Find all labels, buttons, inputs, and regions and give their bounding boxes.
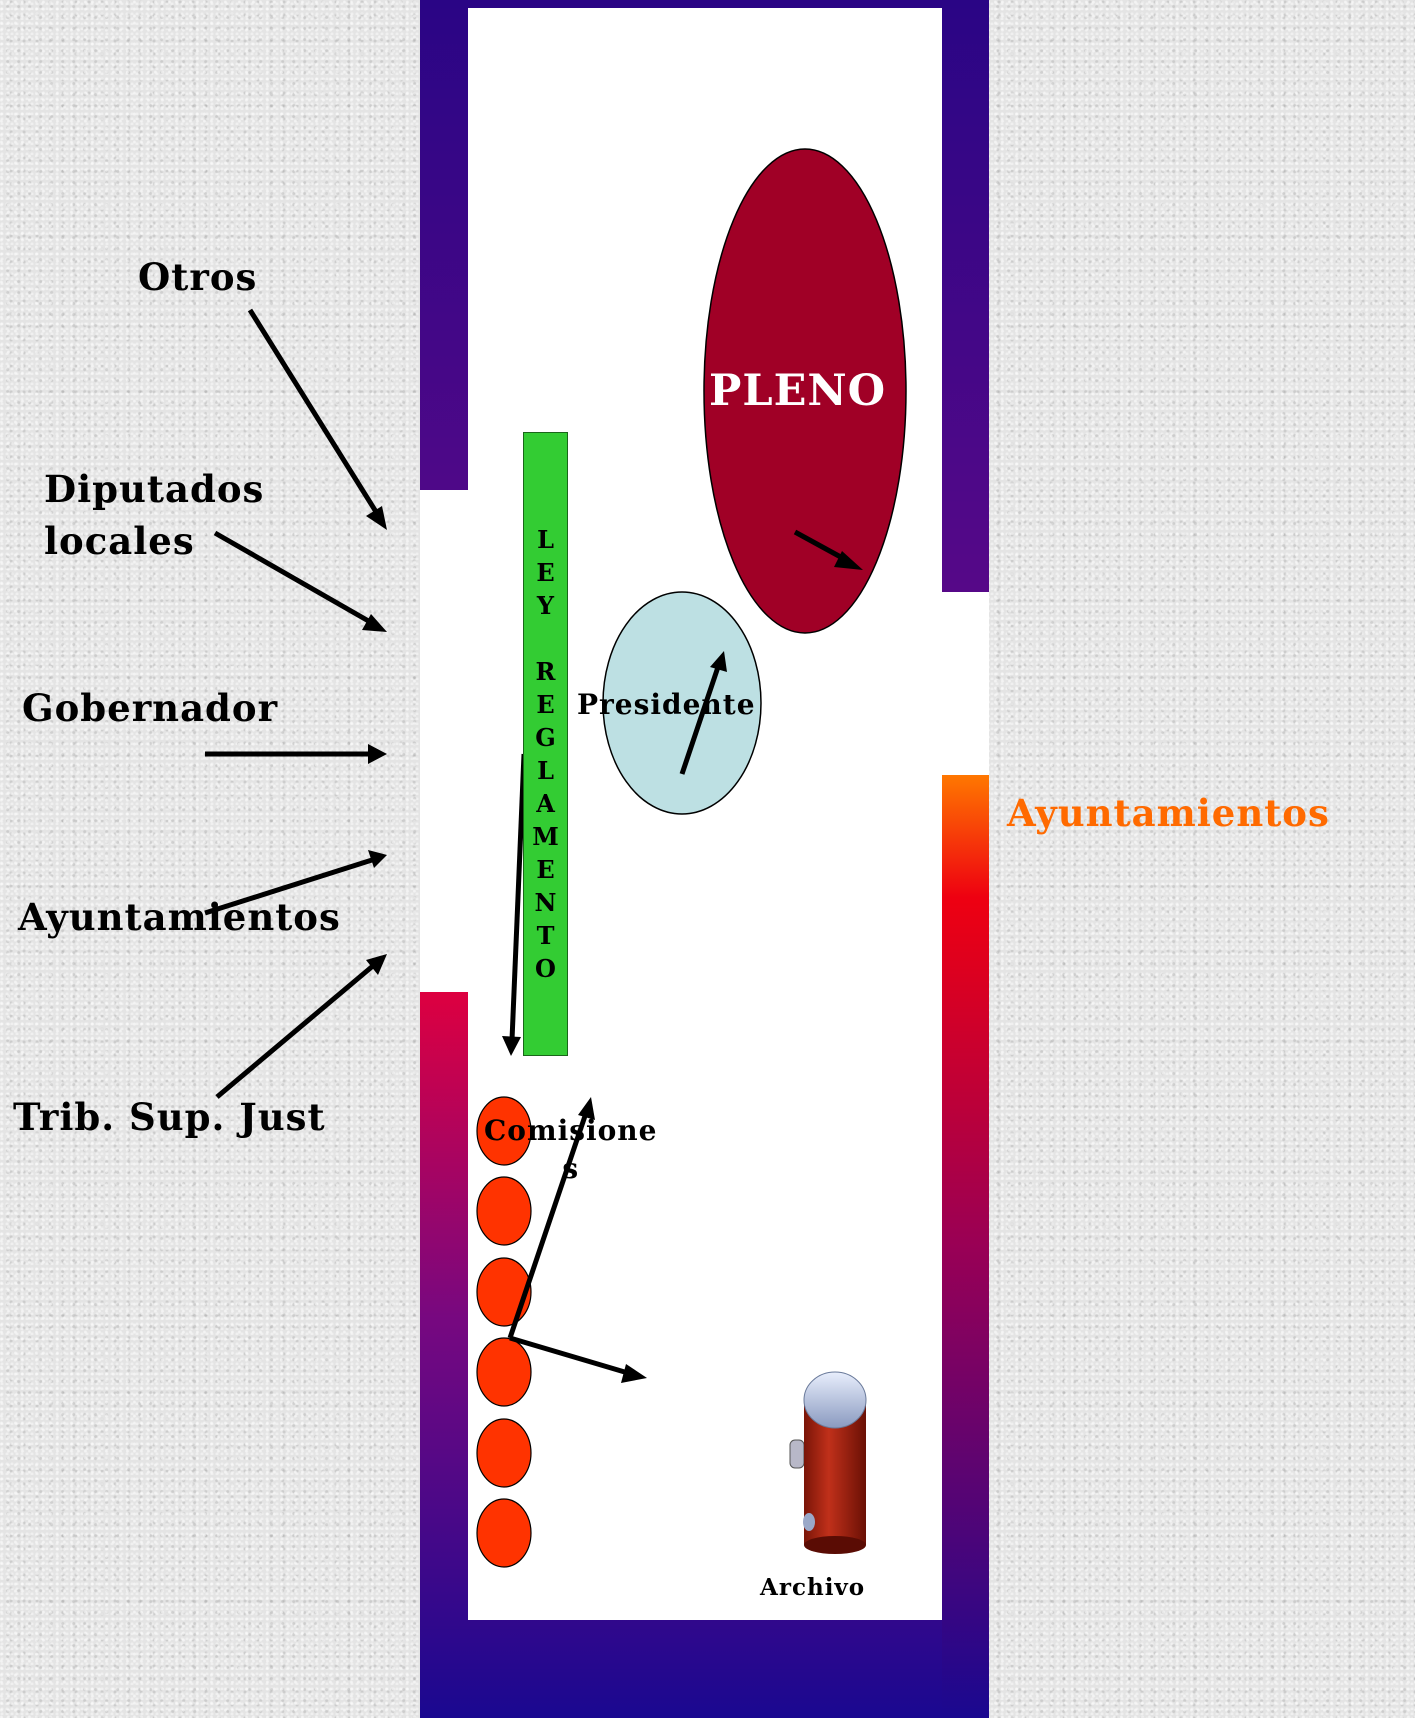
comision-circle [477, 1499, 531, 1567]
label-comisiones: Comisione s [484, 1112, 657, 1188]
label-otros: Otros [138, 255, 257, 299]
ley-reglamento-bar: LEY REGLAMENTO [523, 432, 568, 1056]
arrow-gobernador [205, 744, 387, 764]
label-ley-reglamento: LEY REGLAMENTO [524, 525, 567, 987]
label-archivo: Archivo [760, 1574, 865, 1601]
frame-right-lower [942, 775, 989, 1718]
label-pleno: PLENO [709, 366, 886, 416]
label-presidente: Presidente [577, 688, 756, 721]
label-trib-sup-just: Trib. Sup. Just [13, 1095, 326, 1139]
label-ayuntamientos-left: Ayuntamientos [18, 895, 341, 939]
arrow-otros [250, 310, 387, 530]
left-entrance [420, 490, 470, 992]
comision-circle [477, 1419, 531, 1487]
label-diputados-locales: Diputados locales [44, 463, 264, 567]
arrow-trib-sup-just [217, 954, 387, 1097]
label-gobernador: Gobernador [22, 686, 278, 730]
comision-circle [477, 1338, 531, 1406]
right-exit [940, 592, 989, 775]
label-ayuntamientos-right: Ayuntamientos [1007, 791, 1330, 835]
